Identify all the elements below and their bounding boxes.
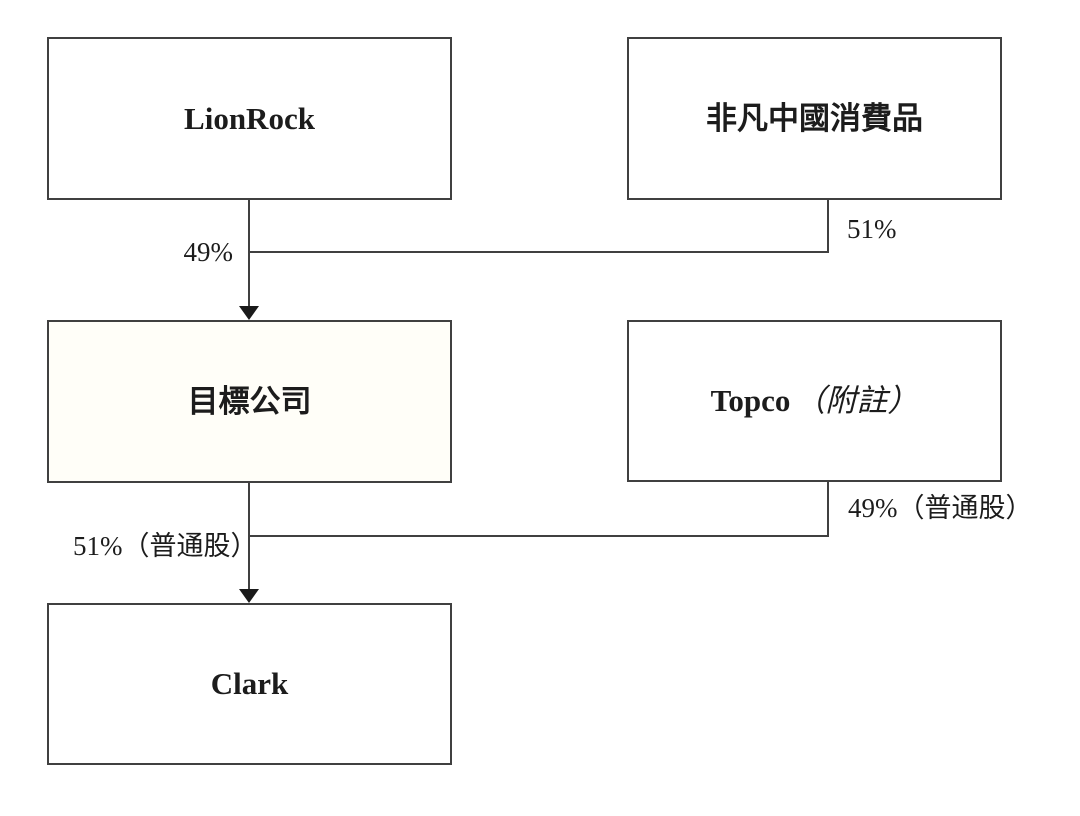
node-lionrock: LionRock [47,37,452,200]
arrow-down-icon [239,306,259,320]
node-viva-label: 非凡中國消費品 [706,100,923,136]
node-clark: Clark [47,603,452,765]
node-topco: Topco（附註） [627,320,1002,482]
node-viva-china-consumer-products: 非凡中國消費品 [627,37,1002,200]
edge-label-topco-49pct-ordinary-shares: 49%（普通股） [848,493,1033,523]
connector-viva-drop-stub [827,200,829,253]
node-topco-label: Topco [710,383,791,419]
node-clark-label: Clark [210,666,289,702]
edge-label-target-51pct-ordinary-shares: 51%（普通股） [73,531,258,561]
node-target-label: 目標公司 [187,383,312,419]
node-topco-note: （附註） [794,383,919,419]
node-lionrock-label: LionRock [184,100,315,136]
arrow-down-icon [239,589,259,603]
connector-viva-to-target-horizontal [249,251,829,253]
connector-topco-to-clark-horizontal [249,535,829,537]
connector-topco-drop-stub [827,482,829,537]
edge-label-lionrock-49pct: 49% [183,237,234,267]
node-target-company: 目標公司 [47,320,452,483]
edge-label-viva-51pct: 51% [847,214,897,244]
